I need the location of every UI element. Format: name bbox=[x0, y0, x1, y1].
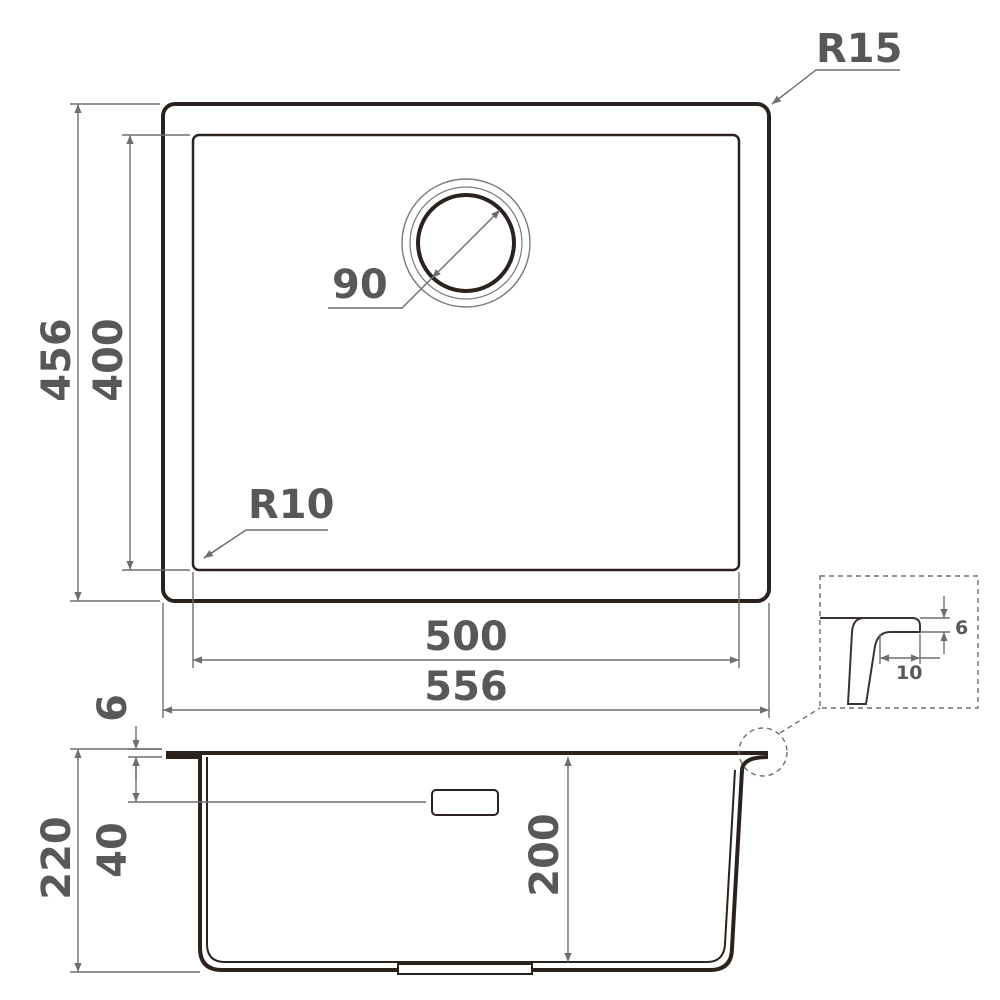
detail-callout-leader bbox=[779, 707, 821, 734]
r10-leader bbox=[203, 529, 328, 559]
r15-arrow bbox=[771, 89, 791, 105]
overflow-offset-label: 40 bbox=[90, 822, 136, 878]
lip-detail-view: 6 10 bbox=[819, 575, 979, 709]
drain-inner-ring bbox=[409, 186, 523, 300]
inner-width-label: 500 bbox=[424, 614, 508, 660]
sink-bowl-outline bbox=[191, 133, 741, 572]
drain-bottom-outlet bbox=[397, 963, 533, 975]
sink-section-inner bbox=[206, 757, 736, 963]
detail-lip-width-label: 10 bbox=[896, 662, 922, 684]
outer-depth-label: 456 bbox=[34, 318, 80, 402]
overflow-slot bbox=[431, 789, 499, 816]
rim-thickness-label: 6 bbox=[90, 694, 136, 722]
drain-hole bbox=[416, 193, 516, 293]
detail-lip-height-label: 6 bbox=[955, 617, 968, 639]
sink-section-outline bbox=[166, 751, 769, 972]
r15-leader bbox=[771, 69, 900, 105]
drain-leader bbox=[328, 277, 433, 309]
top-view: 90 R15 R10 456 400 500 556 bbox=[34, 26, 902, 718]
detail-frame bbox=[819, 575, 979, 709]
outer-radius-label: R15 bbox=[816, 26, 902, 72]
outer-width-label: 556 bbox=[424, 664, 508, 710]
drain-outer-ring bbox=[401, 178, 531, 308]
drain-diameter-line bbox=[431, 209, 501, 279]
r10-arrow bbox=[203, 545, 223, 559]
total-height-label: 220 bbox=[34, 816, 80, 900]
inner-radius-label: R10 bbox=[248, 482, 334, 528]
sink-outer-outline bbox=[161, 102, 771, 603]
drain-diameter-label: 90 bbox=[332, 262, 388, 308]
detail-callout-circle bbox=[738, 727, 788, 777]
detail-lip-profile bbox=[820, 617, 921, 705]
bowl-depth-label: 200 bbox=[522, 813, 568, 897]
section-view: 6 220 40 200 bbox=[34, 694, 821, 975]
inner-depth-label: 400 bbox=[86, 318, 132, 402]
